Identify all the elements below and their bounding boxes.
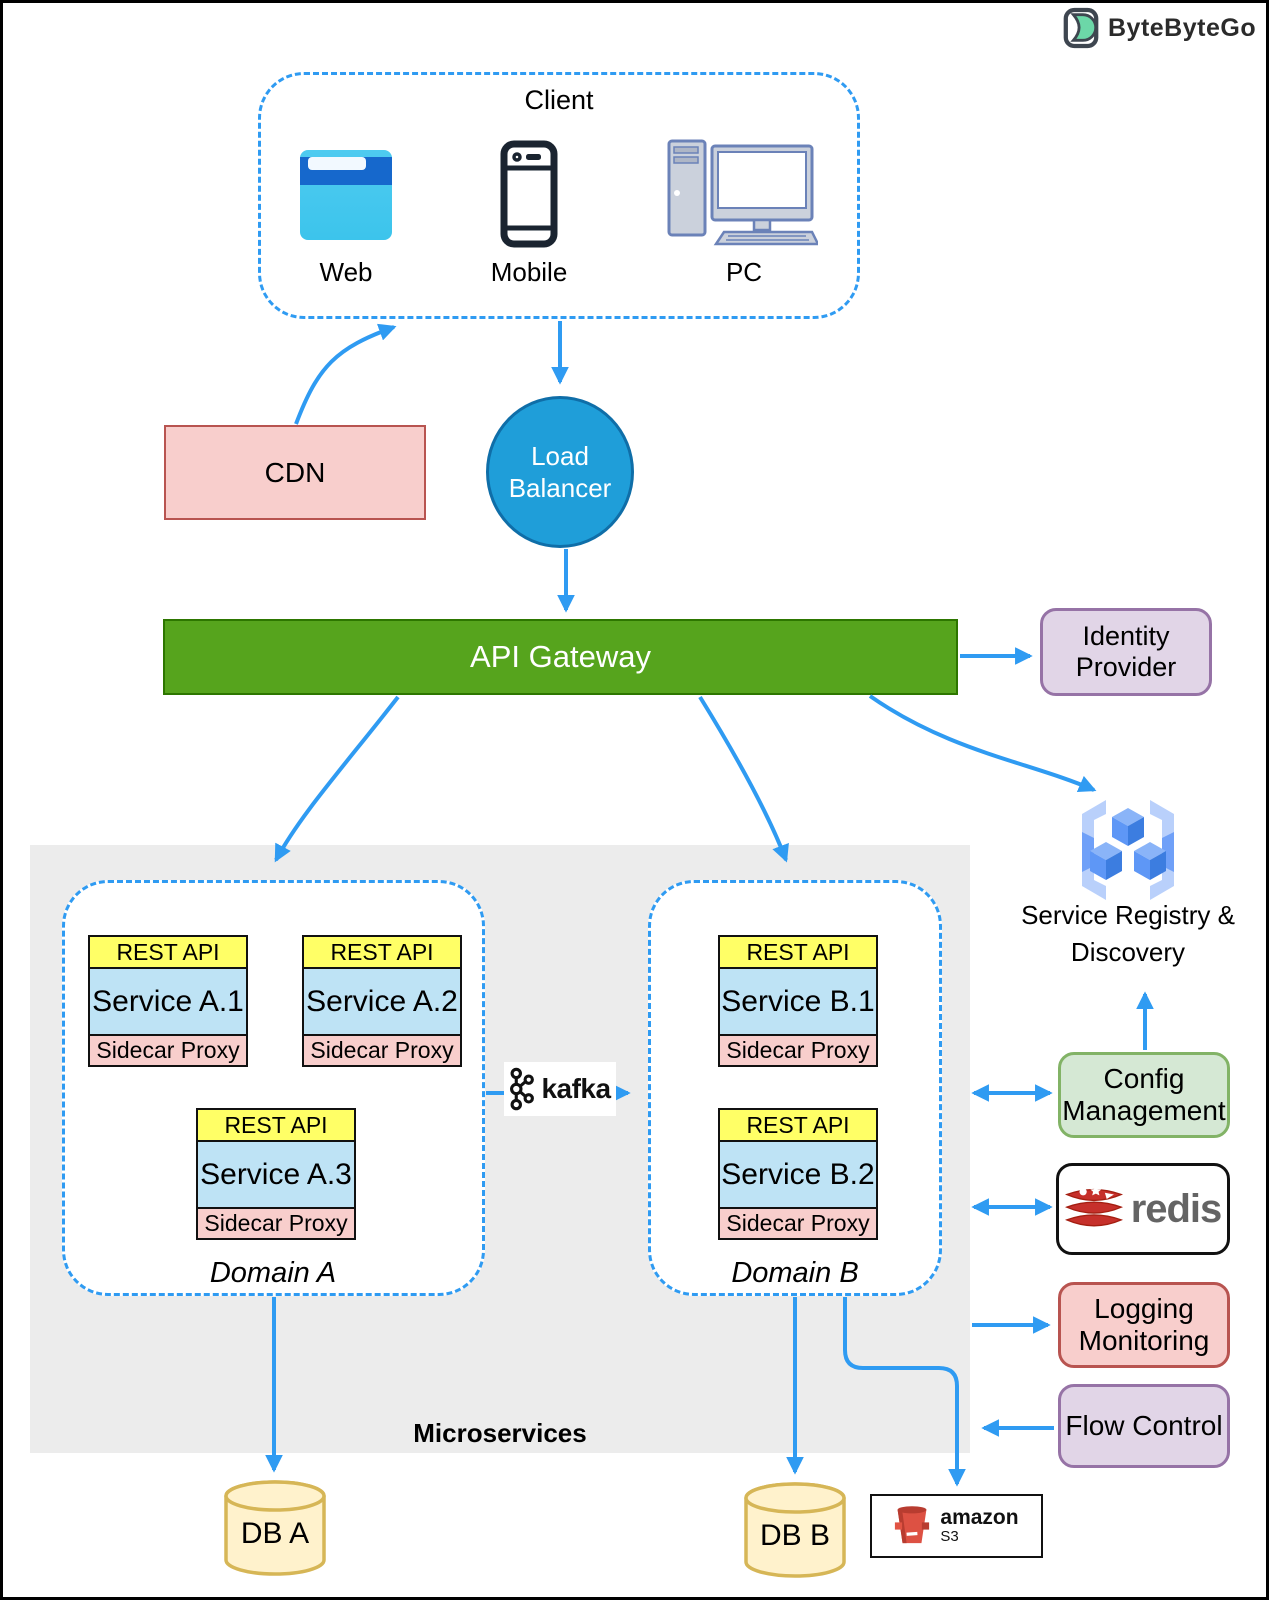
service-registry-icon bbox=[1082, 800, 1174, 900]
bytebytego-icon bbox=[1063, 7, 1099, 49]
service-a3-rest-api: REST API bbox=[198, 1110, 354, 1142]
service-b2: REST API Service B.2 Sidecar Proxy bbox=[718, 1108, 878, 1240]
config-management: Config Management bbox=[1058, 1052, 1230, 1138]
client-mobile-label: Mobile bbox=[490, 256, 568, 287]
service-b2-rest-api: REST API bbox=[720, 1110, 876, 1142]
arrow-gateway-to-domain-a bbox=[274, 695, 400, 863]
service-b1: REST API Service B.1 Sidecar Proxy bbox=[718, 935, 878, 1067]
kafka-icon bbox=[510, 1067, 535, 1111]
service-b1-rest-api: REST API bbox=[720, 937, 876, 969]
microservices-label: Microservices bbox=[413, 1417, 587, 1448]
db-a-label: DB A bbox=[240, 1517, 310, 1550]
service-a1-name: Service A.1 bbox=[90, 969, 246, 1034]
web-browser-icon bbox=[300, 150, 392, 240]
pc-desktop-icon bbox=[667, 139, 818, 246]
identity-provider: Identity Provider bbox=[1040, 608, 1212, 696]
bytebytego-logo: ByteByteGo bbox=[1062, 6, 1262, 50]
service-a1: REST API Service A.1 Sidecar Proxy bbox=[88, 935, 248, 1067]
arrow-cdn-to-client bbox=[294, 323, 397, 425]
client-pc-label: PC bbox=[725, 256, 763, 287]
s3-bucket-icon bbox=[895, 1506, 930, 1544]
db-a: DB A bbox=[222, 1478, 328, 1578]
db-b-cylinder-icon bbox=[744, 1482, 846, 1578]
arrow-gateway-to-registry bbox=[868, 694, 1097, 793]
service-a1-sidecar: Sidecar Proxy bbox=[90, 1034, 246, 1065]
service-a2: REST API Service A.2 Sidecar Proxy bbox=[302, 935, 462, 1067]
service-b2-name: Service B.2 bbox=[720, 1142, 876, 1207]
service-b1-sidecar: Sidecar Proxy bbox=[720, 1034, 876, 1065]
service-registry-label: Service Registry & Discovery bbox=[1021, 900, 1235, 967]
service-a2-name: Service A.2 bbox=[304, 969, 460, 1034]
db-b: DB B bbox=[742, 1480, 848, 1580]
service-a2-rest-api: REST API bbox=[304, 937, 460, 969]
service-a1-rest-api: REST API bbox=[90, 937, 246, 969]
mobile-phone-icon bbox=[500, 140, 558, 248]
load-balancer: Load Balancer bbox=[486, 396, 634, 548]
domain-b-label: Domain B bbox=[731, 1256, 859, 1289]
db-b-label: DB B bbox=[759, 1519, 831, 1552]
redis-label: redis bbox=[1130, 1186, 1223, 1231]
domain-a-label: Domain A bbox=[209, 1256, 337, 1289]
cdn-box: CDN bbox=[164, 425, 426, 520]
service-a3: REST API Service A.3 Sidecar Proxy bbox=[196, 1108, 356, 1240]
redis-icon bbox=[1064, 1185, 1123, 1227]
s3-product-label: S3 bbox=[940, 1528, 959, 1546]
service-a3-sidecar: Sidecar Proxy bbox=[198, 1207, 354, 1238]
kafka-node: kafka bbox=[504, 1062, 616, 1116]
bytebytego-text: ByteByteGo bbox=[1108, 13, 1257, 42]
service-b1-name: Service B.1 bbox=[720, 969, 876, 1034]
redis-node: redis bbox=[1056, 1163, 1230, 1255]
client-title: Client bbox=[524, 84, 594, 115]
client-web-label: Web bbox=[319, 256, 373, 287]
flow-control: Flow Control bbox=[1058, 1384, 1230, 1468]
kafka-label: kafka bbox=[541, 1073, 611, 1104]
amazon-s3-node: amazon S3 bbox=[870, 1494, 1043, 1558]
logging-monitoring: Logging Monitoring bbox=[1058, 1282, 1230, 1368]
db-a-cylinder-icon bbox=[224, 1480, 326, 1576]
arrow-gateway-to-domain-b bbox=[698, 695, 789, 863]
service-a3-name: Service A.3 bbox=[198, 1142, 354, 1207]
api-gateway: API Gateway bbox=[163, 619, 958, 695]
s3-brand-label: amazon bbox=[940, 1506, 1019, 1530]
service-a2-sidecar: Sidecar Proxy bbox=[304, 1034, 460, 1065]
service-b2-sidecar: Sidecar Proxy bbox=[720, 1207, 876, 1238]
